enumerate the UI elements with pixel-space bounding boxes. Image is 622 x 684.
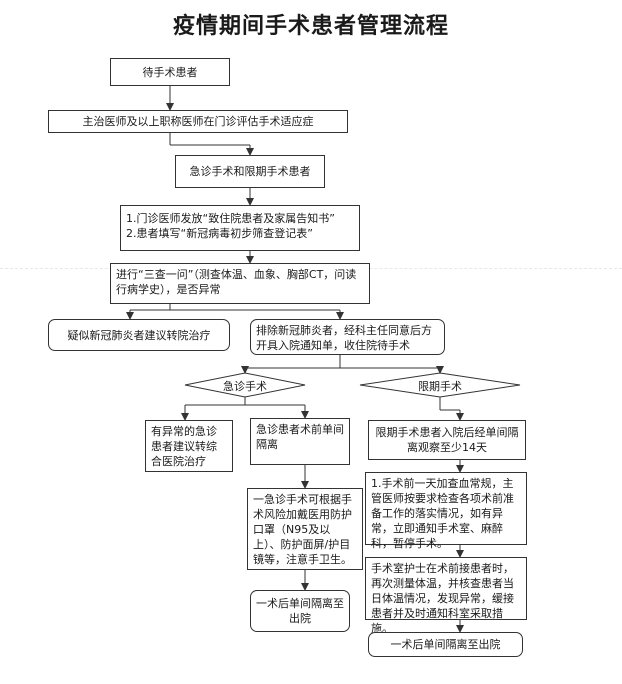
- exclude-node: 排除新冠肺炎者，经科主任同意后方开具入院通知单，收住院待手术: [250, 319, 445, 355]
- screen-node: 进行“三查一问”（测查体温、血象、胸部CT，问读行病学史），是否异常: [110, 263, 370, 304]
- assess-node: 主治医师及以上职称医师在门诊评估手术适应症: [48, 110, 348, 133]
- start-node: 待手术患者: [110, 58, 230, 86]
- urgent-isolate-node: 急诊患者术前单间隔离: [250, 418, 350, 465]
- notice-line-2: 2.患者填写“新冠病毒初步筛查登记表”: [126, 227, 313, 240]
- limited-post-node: 一术后单间隔离至出院: [368, 632, 523, 657]
- urgent-protect-node: 一急诊手术可根据手术风险加戴医用防护口罩（N95及以上）、防护面屏/护目镜等，注…: [247, 488, 363, 570]
- limited-nurse-node: 手术室护士在术前接患者时，再次测量体温，并核查患者当日体温情况，发现异常，缓接患…: [365, 557, 527, 635]
- limited-surgery-label: 限期手术: [418, 380, 462, 393]
- notice-line-1: 1.门诊医师发放“致住院患者及家属告知书”: [126, 212, 335, 225]
- urgent-post-node: 一术后单间隔离至出院: [250, 590, 350, 632]
- notice-node: 1.门诊医师发放“致住院患者及家属告知书” 2.患者填写“新冠病毒初步筛查登记表…: [120, 205, 360, 251]
- limited-observe-node: 限期手术患者入院后经单间隔离观察至少14天: [368, 420, 526, 460]
- urgent-surgery-label: 急诊手术: [223, 380, 267, 393]
- urgent-limited-node: 急诊手术和限期手术患者: [175, 155, 325, 188]
- urgent-abnormal-node: 有异常的急诊患者建议转综合医院治疗: [145, 420, 233, 472]
- suspect-node: 疑似新冠肺炎者建议转院治疗: [48, 319, 230, 351]
- page-title: 疫情期间手术患者管理流程: [172, 13, 449, 39]
- limited-check-node: 1.手术前一天加查血常规，主管医师按要求检查各项术前准备工作的落实情况，如有异常…: [365, 472, 527, 550]
